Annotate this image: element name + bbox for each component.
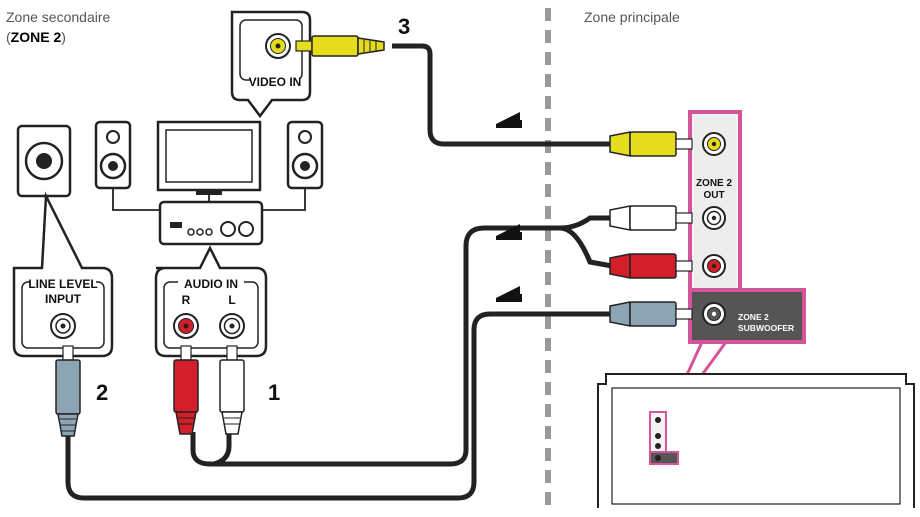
audio-plug-red-main [609,253,693,279]
paren-close: ) [61,29,66,45]
audio-in-callout: AUDIO IN R L [154,245,268,358]
video-in-label: VIDEO IN [249,75,302,89]
subwoofer-icon [16,124,72,198]
speaker-left-icon [94,120,132,190]
direction-arrows [496,112,522,302]
audio-l-label: L [228,293,235,307]
subwoofer-plug-secondary [55,345,81,437]
audio-in-label: AUDIO IN [184,277,238,291]
audio-plug-white [219,345,245,435]
zone2-bold: ZONE 2 [11,29,62,45]
step-3-number: 3 [398,14,410,39]
video-in-callout: VIDEO IN [230,10,312,119]
video-cable [392,43,612,147]
arrow-sub [496,286,522,302]
step-1-number: 1 [268,380,280,405]
audio-cable-white [190,215,612,467]
main-zone-title: Zone principale [584,9,680,25]
zone2-out-label: ZONE 2 [696,178,733,189]
audio-plug-red [173,345,199,435]
tv-icon [156,120,262,195]
zone2-sub-label-2: SUBWOOFER [738,323,794,333]
audio-cable-left [213,432,232,467]
line-level-label: LINE LEVEL [28,277,97,291]
paren-open: ( [6,29,11,45]
amplifier-icon [158,200,264,246]
receiver-rear-icon [597,373,915,508]
step-2-number: 2 [96,380,108,405]
line-level-input-callout: LINE LEVEL INPUT [12,191,114,358]
subwoofer-plug-main [609,301,693,327]
video-plug-main [609,131,693,157]
arrow-video [496,112,522,128]
video-plug-tv [295,35,385,57]
zone2-sub-label: ZONE 2 [738,312,769,322]
zone2-out-label-2: OUT [703,190,724,201]
secondary-zone-title: Zone secondaire [6,9,111,25]
audio-r-label: R [182,293,191,307]
receiver-panel: ZONE 2 OUT ZONE 2 SUBWOOFER [688,110,806,344]
line-level-input-label: INPUT [45,292,82,306]
audio-plug-white-main [609,205,693,231]
speaker-right-icon [286,120,324,190]
subwoofer-cable [65,311,612,501]
secondary-zone-subtitle: (ZONE 2) [6,29,66,45]
arrow-audio [496,224,522,240]
audio-cable-red [559,225,613,269]
